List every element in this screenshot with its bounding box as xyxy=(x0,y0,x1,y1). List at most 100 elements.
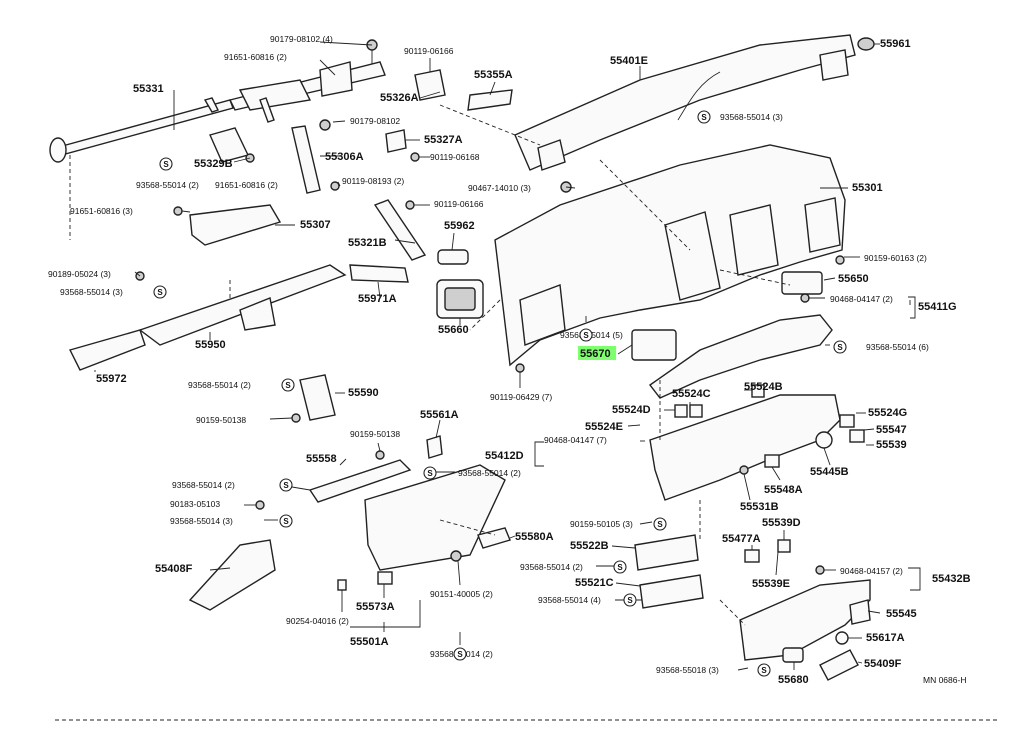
standard-part-symbol: S xyxy=(153,285,167,299)
bolt-icon xyxy=(330,181,340,191)
part-number-label[interactable]: 93568-55014 (3) xyxy=(60,287,123,297)
part-number-label[interactable]: 93568-55014 (4) xyxy=(538,595,601,605)
part-number-label[interactable]: 90119-06166 xyxy=(434,199,484,209)
part-number-label[interactable]: 55411G xyxy=(918,301,957,313)
part-number-label[interactable]: 55329B xyxy=(194,158,233,170)
hose-55971a-drawing xyxy=(349,264,409,283)
part-number-label[interactable]: 93568-55014 (2) xyxy=(520,562,583,572)
part-number-label[interactable]: 90179-08102 xyxy=(350,116,400,126)
part-number-label[interactable]: 55573A xyxy=(356,601,395,613)
part-number-label[interactable]: 93568-55014 (3) xyxy=(720,112,783,122)
part-number-label[interactable]: 55971A xyxy=(358,293,397,305)
part-number-label[interactable]: 91651-60816 (3) xyxy=(70,206,133,216)
part-number-label[interactable]: 90119-06429 (7) xyxy=(490,392,552,402)
part-number-label[interactable]: 55307 xyxy=(300,219,331,231)
part-number-label[interactable]: 90254-04016 (2) xyxy=(286,616,349,626)
part-number-label[interactable]: 90159-50105 (3) xyxy=(570,519,633,529)
part-number-label[interactable]: 93568-55014 (2) xyxy=(172,480,235,490)
switch-icon xyxy=(835,631,849,645)
part-number-label[interactable]: 93568-55014 (2) xyxy=(188,380,251,390)
part-number-label[interactable]: 90183-05103 xyxy=(170,499,220,509)
standard-part-symbol: S xyxy=(279,478,293,492)
part-number-label[interactable]: 55539 xyxy=(876,439,907,451)
part-number-label[interactable]: 90468-04157 (2) xyxy=(840,566,903,576)
standard-part-symbol-letter: S xyxy=(157,288,163,297)
part-number-label[interactable]: 55445B xyxy=(810,466,849,478)
part-number-label[interactable]: 93568-55014 (2) xyxy=(458,468,521,478)
part-number-label[interactable]: 90467-14010 (3) xyxy=(468,183,531,193)
part-number-label[interactable]: 55408F xyxy=(155,563,193,575)
part-number-label[interactable]: 55650 xyxy=(838,273,869,285)
part-number-label[interactable]: 55961 xyxy=(880,38,911,50)
part-number-label[interactable]: 55561A xyxy=(420,409,459,421)
part-number-label[interactable]: 55531B xyxy=(740,501,779,513)
part-number-label[interactable]: 90189-05024 (3) xyxy=(48,269,111,279)
part-number-label[interactable]: 91651-60816 (2) xyxy=(224,52,287,62)
bolt-icon xyxy=(410,152,420,162)
part-number-label[interactable]: 90468-04147 (2) xyxy=(830,294,893,304)
bracket-55329b-drawing xyxy=(209,127,249,163)
part-number-label[interactable]: 90159-50138 xyxy=(350,429,400,439)
part-number-label[interactable]: 55521C xyxy=(575,577,614,589)
bracket-55590-drawing xyxy=(299,374,336,421)
vent-55962-drawing xyxy=(437,249,469,265)
part-number-label[interactable]: 55331 xyxy=(133,83,164,95)
part-number-label[interactable]: 55326A xyxy=(380,92,419,104)
part-number-label[interactable]: 55501A xyxy=(350,636,389,648)
part-number-label[interactable]: 55355A xyxy=(474,69,513,81)
plate-55355a-drawing xyxy=(467,89,513,111)
part-number-label[interactable]: 93568-55014 (2) xyxy=(136,180,199,190)
part-number-label[interactable]: 93568-55014 (6) xyxy=(866,342,929,352)
standard-part-symbol-letter: S xyxy=(583,331,589,340)
cap-55961-drawing xyxy=(857,37,875,51)
standard-part-symbol: S xyxy=(423,466,437,480)
part-number-label[interactable]: 55524B xyxy=(744,381,783,393)
part-number-label[interactable]: 90119-08193 (2) xyxy=(342,176,404,186)
screw-icon xyxy=(450,550,462,562)
part-number-label[interactable]: 93568-55014 (3) xyxy=(170,516,233,526)
part-number-label[interactable]: 55580A xyxy=(515,531,554,543)
part-number-label[interactable]: 55547 xyxy=(876,424,907,436)
part-number-label[interactable]: 55522B xyxy=(570,540,609,552)
part-number-label[interactable]: 55432B xyxy=(932,573,971,585)
glove-box-drawing xyxy=(364,464,506,571)
part-number-label[interactable]: 55409F xyxy=(864,658,902,670)
part-number-label[interactable]: 55539E xyxy=(752,578,790,590)
part-number-label[interactable]: 90119-06168 xyxy=(430,152,480,162)
part-number-label[interactable]: 55539D xyxy=(762,517,801,529)
part-number-label[interactable]: 55524G xyxy=(868,407,907,419)
part-number-label[interactable]: 90151-40005 (2) xyxy=(430,589,493,599)
part-number-label[interactable]: 55327A xyxy=(424,134,463,146)
part-number-label[interactable]: 55972 xyxy=(96,373,127,385)
part-number-label[interactable]: 55680 xyxy=(778,674,809,686)
part-number-label[interactable]: 90159-50138 xyxy=(196,415,246,425)
part-number-label[interactable]: 55548A xyxy=(764,484,803,496)
part-number-label[interactable]: 55670 xyxy=(580,348,611,360)
part-number-label[interactable]: 55962 xyxy=(444,220,475,232)
part-drawings xyxy=(49,34,875,681)
part-number-label[interactable]: 55660 xyxy=(438,324,469,336)
part-number-label[interactable]: 55950 xyxy=(195,339,226,351)
part-number-label[interactable]: 55558 xyxy=(306,453,337,465)
part-number-label[interactable]: 55412D xyxy=(485,450,524,462)
standard-part-symbol: S xyxy=(833,340,847,354)
part-number-label[interactable]: 90159-60163 (2) xyxy=(864,253,927,263)
part-number-label[interactable]: 90179-08102 (4) xyxy=(270,34,333,44)
part-number-label[interactable]: 55477A xyxy=(722,533,761,545)
part-number-label[interactable]: 55306A xyxy=(325,151,364,163)
part-number-label[interactable]: 55401E xyxy=(610,55,648,67)
vent-55670-drawing xyxy=(631,329,677,361)
part-number-label[interactable]: 55617A xyxy=(866,632,905,644)
part-number-label[interactable]: 90119-06166 xyxy=(404,46,454,56)
part-number-label[interactable]: 55524C xyxy=(672,388,711,400)
part-number-label[interactable]: 55524E xyxy=(585,421,623,433)
part-number-label[interactable]: 55321B xyxy=(348,237,387,249)
part-number-label[interactable]: 55301 xyxy=(852,182,883,194)
part-number-label[interactable]: 55590 xyxy=(348,387,379,399)
part-number-label[interactable]: 93568-55018 (3) xyxy=(656,665,719,675)
part-number-label[interactable]: 90468-04147 (7) xyxy=(544,435,607,445)
part-number-label[interactable]: 55524D xyxy=(612,404,651,416)
part-number-label[interactable]: 55545 xyxy=(886,608,917,620)
standard-part-symbol: S xyxy=(279,514,293,528)
part-number-label[interactable]: 91651-60816 (2) xyxy=(215,180,278,190)
